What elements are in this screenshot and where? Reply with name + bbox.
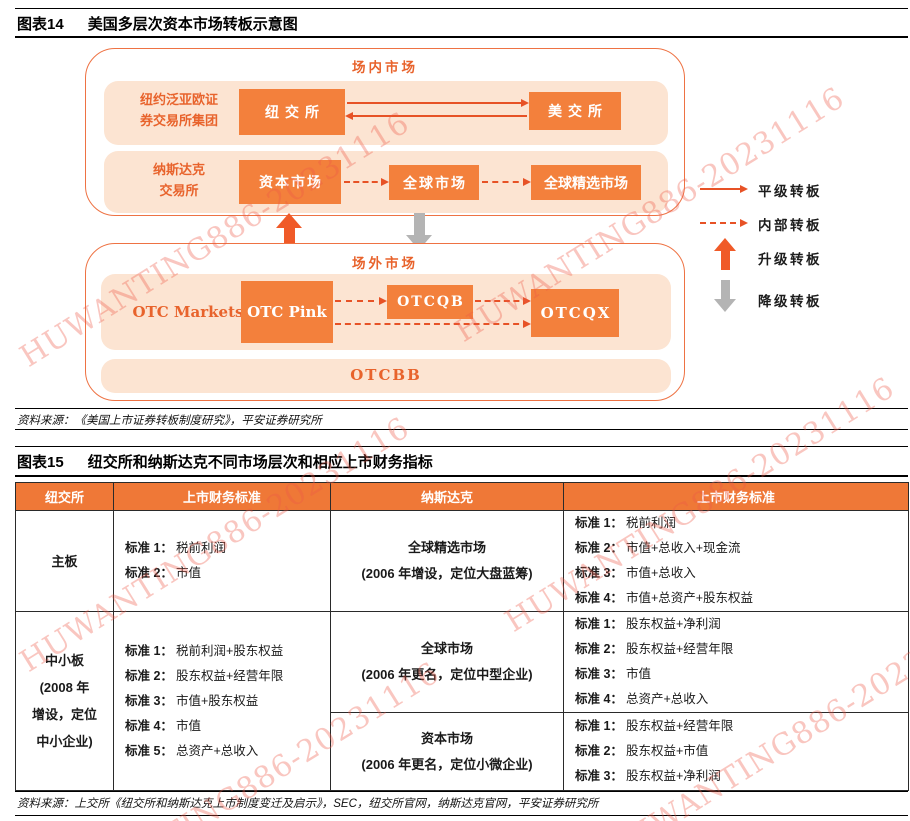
figure15-title: 纽交所和纳斯达克不同市场层次和相应上市财务指标 xyxy=(87,454,433,471)
otcbb-label: OTCBB xyxy=(350,366,422,384)
figure14-title: 美国多层次资本市场转板示意图 xyxy=(87,16,298,33)
arrowhead-right-icon xyxy=(523,178,531,186)
figure15-table: 纽交所 上市财务标准 纳斯达克 上市财务标准 主板 标准 1：税前利润标准 2：… xyxy=(15,482,909,791)
global-market-box: 全球市场 xyxy=(389,165,479,200)
market-cell-global-select: 全球精选市场 (2006 年增设，定位大盘蓝筹) xyxy=(330,510,564,612)
legend-upgrade-head xyxy=(714,238,736,251)
table-row-sme-capital: 资本市场 (2006 年更名，定位小微企业) 标准 1：股东权益+经营年限标准 … xyxy=(16,712,909,791)
market-note: (2006 年更名，定位小微企业) xyxy=(361,756,533,772)
nyse-group-label: 纽约泛亚欧证 券交易所集团 xyxy=(139,93,218,129)
offmarket-title: 场外市场 xyxy=(352,256,418,272)
rule-below-source15 xyxy=(15,815,908,816)
global-to-select-arrow xyxy=(482,178,531,186)
legend-solid-arrow-icon xyxy=(700,185,748,193)
table-row-sme-global: 中小板 (2008 年 增设，定位 中小企业) 标准 1：税前利润+股东权益标准… xyxy=(15,611,909,791)
nyse-to-amex-arrow xyxy=(347,99,529,107)
rule-under-figure14-title xyxy=(15,36,908,38)
nasdaq-group-band: 纳斯达克 交易所 资本市场 全球市场 全球精选市场 xyxy=(104,151,668,213)
pink-to-otcqb-arrow xyxy=(335,297,387,305)
rule-below-source14 xyxy=(15,429,908,430)
header-nyse: 纽交所 xyxy=(15,482,114,511)
otcbb-band: OTCBB xyxy=(101,359,671,393)
arrowhead-right-icon xyxy=(521,99,529,107)
figure14-source: 资料来源：《美国上市证券转板制度研究》，平安证券研究所 xyxy=(17,415,322,427)
standards-cell-nasdaq-capital: 标准 1：股东权益+经营年限标准 2：股东权益+市值标准 3：股东权益+净利润 xyxy=(563,712,909,791)
legend-downgrade-arrow-icon xyxy=(714,280,736,312)
capital-market-box: 资本市场 xyxy=(239,160,341,204)
legend-same-level-label: 平级转板 xyxy=(758,184,822,200)
standards-cell-nasdaq-main: 标准 1：税前利润标准 2：市值+总收入+现金流标准 3：市值+总收入标准 4：… xyxy=(563,510,909,612)
figure14-label: 图表14 xyxy=(17,16,64,33)
otc-band: OTC Markets OTC Pink OTCQB OTCQX xyxy=(101,274,671,350)
legend-dashed-arrow-icon xyxy=(700,219,748,227)
figure15-heading: 图表15 纽交所和纳斯达克不同市场层次和相应上市财务指标 xyxy=(17,451,433,472)
capital-to-global-arrow xyxy=(344,178,389,186)
board-cell-sme: 中小板 (2008 年 增设，定位 中小企业) xyxy=(15,611,114,791)
board-cell-main: 主板 xyxy=(15,510,114,612)
figure15-source: 资料来源：上交所《纽交所和纳斯达克上市制度变迁及启示》，SEC，纽交所官网，纳斯… xyxy=(17,798,599,810)
arrowhead-left-icon xyxy=(345,112,353,120)
arrowhead-right-icon xyxy=(523,297,531,305)
legend-upgrade-arrow-icon xyxy=(714,238,736,270)
arrowhead-right-icon xyxy=(381,178,389,186)
standards-cell-nyse-main: 标准 1：税前利润标准 2：市值 xyxy=(113,510,331,612)
otc-pink-box: OTC Pink xyxy=(241,281,333,343)
upgrade-arrow-icon xyxy=(276,213,302,250)
pink-to-otcqx-arrow xyxy=(335,320,531,328)
rule-above-source15 xyxy=(15,791,908,792)
arrowhead-right-icon xyxy=(740,185,748,193)
legend-downgrade-label: 降级转板 xyxy=(758,294,822,310)
market-note: (2006 年更名，定位中型企业) xyxy=(361,667,533,682)
amex-box: 美交所 xyxy=(529,92,621,130)
legend-downgrade-shaft xyxy=(720,280,730,299)
onmarket-container: 场内市场 纽约泛亚欧证 券交易所集团 纽交所 美交所 纳斯达克 交易所 资本市场… xyxy=(85,48,685,216)
rule-top xyxy=(15,8,908,9)
otc-markets-label: OTC Markets xyxy=(132,303,244,321)
otcqb-box: OTCQB xyxy=(387,285,473,319)
amex-to-nyse-arrow xyxy=(345,112,527,120)
upgrade-arrow-head xyxy=(276,213,302,228)
otcqx-box: OTCQX xyxy=(531,289,619,337)
arrowhead-right-icon xyxy=(379,297,387,305)
nyse-group-band: 纽约泛亚欧证 券交易所集团 纽交所 美交所 xyxy=(104,81,668,145)
onmarket-title: 场内市场 xyxy=(352,60,418,76)
otcqb-to-otcqx-arrow xyxy=(475,297,531,305)
global-select-market-box: 全球精选市场 xyxy=(531,165,641,200)
market-name: 资本市场 xyxy=(420,730,473,746)
figure15-label: 图表15 xyxy=(17,454,64,471)
arrowhead-right-icon xyxy=(740,219,748,227)
header-nasdaq-standards: 上市财务标准 xyxy=(563,482,909,511)
rule-above-figure15 xyxy=(15,446,908,447)
rule-under-figure15-title xyxy=(15,475,908,477)
standards-cell-nasdaq-global: 标准 1：股东权益+净利润标准 2：股东权益+经营年限标准 3：市值标准 4：总… xyxy=(563,611,909,713)
legend-upgrade-label: 升级转板 xyxy=(758,252,822,268)
legend-internal-label: 内部转板 xyxy=(758,218,822,234)
nasdaq-group-label: 纳斯达克 交易所 xyxy=(152,163,205,199)
downgrade-arrow-shaft xyxy=(413,213,425,235)
market-cell-capital: 资本市场 (2006 年更名，定位小微企业) xyxy=(330,712,564,791)
table-header-row: 纽交所 上市财务标准 纳斯达克 上市财务标准 xyxy=(15,482,909,511)
rule-above-source14 xyxy=(15,408,908,409)
market-name: 全球精选市场 xyxy=(407,540,486,555)
table-row-main-board: 主板 标准 1：税前利润标准 2：市值 全球精选市场 (2006 年增设，定位大… xyxy=(15,510,909,612)
offmarket-container: 场外市场 OTC Markets OTC Pink OTCQB OTCQX OT… xyxy=(85,243,685,401)
nyse-box: 纽交所 xyxy=(239,89,345,135)
legend-downgrade-head xyxy=(714,299,736,312)
market-cell-global: 全球市场 (2006 年更名，定位中型企业) xyxy=(330,611,564,713)
legend-upgrade-shaft xyxy=(720,251,730,270)
market-note: (2006 年增设，定位大盘蓝筹) xyxy=(361,566,533,581)
market-name: 全球市场 xyxy=(420,641,473,656)
standards-cell-nyse-sme: 标准 1：税前利润+股东权益标准 2：股东权益+经营年限标准 3：市值+股东权益… xyxy=(113,611,331,791)
upgrade-arrow-shaft xyxy=(283,228,295,250)
figure14-heading: 图表14 美国多层次资本市场转板示意图 xyxy=(17,13,298,34)
header-nasdaq: 纳斯达克 xyxy=(330,482,564,511)
header-nyse-standards: 上市财务标准 xyxy=(113,482,331,511)
arrowhead-right-icon xyxy=(523,320,531,328)
